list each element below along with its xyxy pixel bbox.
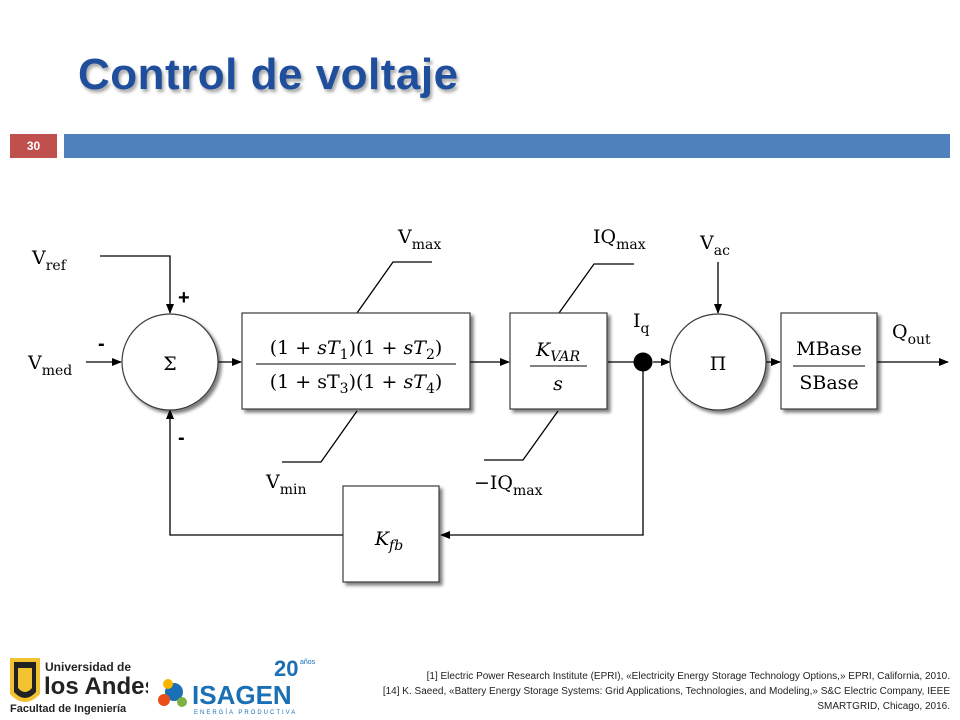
slide-title: Control de voltaje	[78, 50, 459, 99]
integrator-s: s	[553, 373, 563, 395]
lead-lag-block	[241, 312, 471, 410]
vref-label: Vref	[31, 247, 68, 274]
feedback-gain-block	[342, 485, 440, 583]
isagen-symbol-icon	[158, 679, 187, 707]
vac-label: Vac	[699, 232, 730, 259]
plus-sign: +	[178, 287, 190, 309]
sbase-label: SBase	[799, 372, 858, 394]
minus-sign-bottom: -	[178, 427, 185, 449]
sigma-symbol: Σ	[163, 353, 176, 375]
control-block-diagram: Σ (1 + sT1)(1 + sT2) (1 + sT3)(1 + sT4) …	[27, 226, 949, 583]
title-accent-bar	[64, 134, 950, 158]
kfb-label: Kfb	[374, 528, 403, 554]
svg-text:ISAGEN: ISAGEN	[192, 680, 292, 710]
uniandes-logo: Universidad de los Andes Facultad de Ing…	[10, 658, 148, 715]
lead-lag-denominator: (1 + sT3)(1 + sT4)	[270, 371, 443, 397]
svg-text:Universidad de: Universidad de	[45, 660, 131, 674]
uniandes-shield-icon	[10, 658, 40, 702]
feedback-line-right	[440, 371, 644, 539]
vmax-limiter-line	[356, 261, 432, 314]
isagen-logo: ISAGEN ENERGÍA PRODUCTIVA 20 años	[158, 656, 316, 716]
integrator-gain: KVAR	[535, 339, 580, 365]
vmed-label: Vmed	[27, 352, 72, 379]
svg-text:años: años	[300, 659, 316, 666]
slide-number: 30	[10, 134, 57, 158]
product-junction	[669, 313, 767, 411]
mbase-label: MBase	[796, 338, 862, 360]
iq-junction-node	[633, 352, 653, 372]
reference-14: [14] K. Saeed, «Battery Energy Storage S…	[382, 686, 950, 712]
minus-sign-left: -	[98, 333, 105, 355]
feedback-line-left	[166, 409, 343, 536]
vmin-label: Vmin	[265, 471, 307, 498]
summing-junction	[121, 313, 219, 411]
reference-1: [1] Electric Power Research Institute (E…	[426, 671, 950, 682]
svg-text:20: 20	[274, 656, 298, 681]
svg-text:Facultad de Ingeniería: Facultad de Ingeniería	[10, 703, 127, 715]
iq-label: Iq	[633, 310, 650, 337]
vmax-label: Vmax	[397, 226, 441, 253]
qout-label: Qout	[892, 321, 931, 348]
vref-signal-line	[100, 255, 174, 314]
integrator-block	[509, 312, 608, 410]
iqmax-label: IQmax	[593, 226, 646, 253]
lead-lag-numerator: (1 + sT1)(1 + sT2)	[270, 337, 443, 363]
vmin-limiter-line	[282, 410, 358, 463]
iqmin-limiter-line	[484, 410, 559, 461]
iqmax-limiter-line	[558, 263, 634, 314]
svg-text:los Andes: los Andes	[44, 673, 148, 700]
svg-text:ENERGÍA PRODUCTIVA: ENERGÍA PRODUCTIVA	[194, 709, 297, 716]
base-ratio-block	[780, 312, 878, 410]
iqmin-label: −IQmax	[474, 472, 543, 499]
references: [1] Electric Power Research Institute (E…	[330, 669, 950, 714]
pi-symbol: Π	[710, 353, 727, 375]
